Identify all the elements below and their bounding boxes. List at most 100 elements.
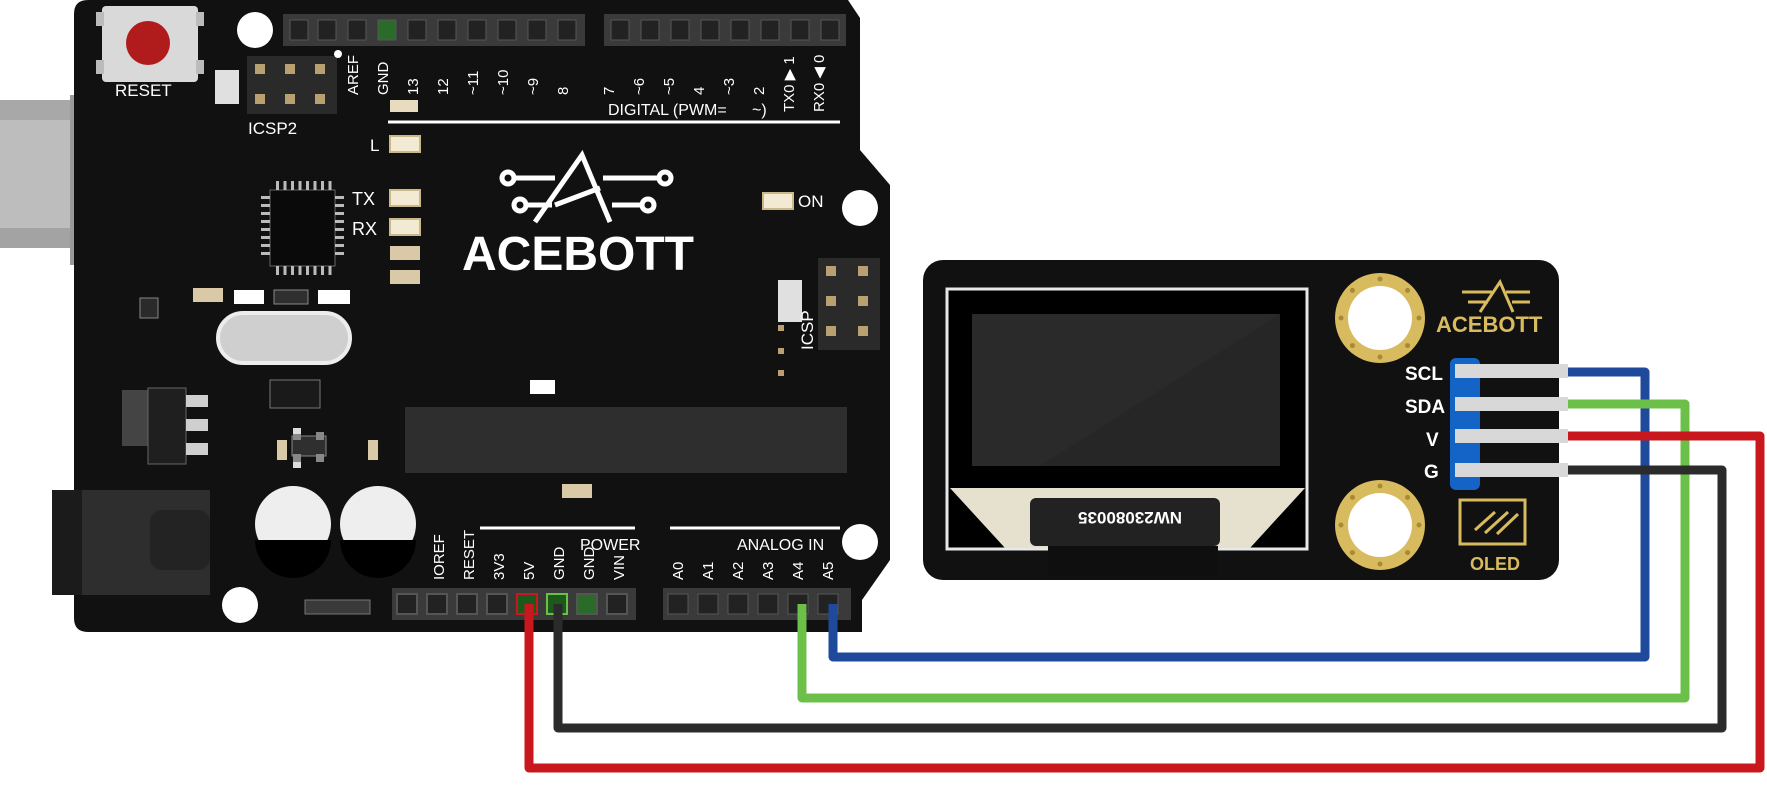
digital-socket[interactable] xyxy=(557,19,577,41)
oled-brand: ACEBOTT xyxy=(1436,312,1543,337)
reset-label: RESET xyxy=(115,81,172,100)
wire-5v-v xyxy=(524,431,1765,773)
power-pin-label: GND xyxy=(551,547,568,581)
icsp-header xyxy=(778,258,880,376)
microcontroller-chip xyxy=(261,181,344,275)
digital-socket[interactable] xyxy=(700,19,720,41)
power-socket[interactable] xyxy=(486,593,508,615)
digital-socket[interactable] xyxy=(820,19,840,41)
oled-chip xyxy=(1030,498,1220,546)
board-brand: ACEBOTT xyxy=(462,228,694,281)
analog-pin-label: A3 xyxy=(760,562,777,580)
digital-pin-label: AREF xyxy=(345,55,362,95)
crystal-oscillator xyxy=(216,311,352,365)
capacitor xyxy=(340,486,416,578)
led-rx xyxy=(389,218,421,236)
analog-pin-label: A0 xyxy=(670,562,687,580)
digital-socket[interactable] xyxy=(670,19,690,41)
icsp2-header xyxy=(215,50,342,114)
digital-pin-label: 7 xyxy=(601,87,618,95)
analog-label: ANALOG IN xyxy=(737,537,824,554)
power-pin-label: GND xyxy=(581,547,598,581)
power-pin-label: 5V xyxy=(521,562,538,580)
digital-pin-label: ~6 xyxy=(631,78,648,95)
digital-pin-label: 4 xyxy=(691,87,708,95)
digital-pin-label: ~5 xyxy=(661,78,678,95)
digital-socket[interactable] xyxy=(497,19,517,41)
oled-display-icon xyxy=(1458,498,1527,546)
pin-label-sda: SDA xyxy=(1405,397,1445,418)
analog-pin-label: A1 xyxy=(700,562,717,580)
digital-socket[interactable] xyxy=(377,19,397,41)
power-socket[interactable] xyxy=(456,593,478,615)
oled-brand-logo xyxy=(1462,278,1530,313)
digital-socket[interactable] xyxy=(467,19,487,41)
digital-socket[interactable] xyxy=(289,19,309,41)
power-pin-label: RESET xyxy=(461,530,478,580)
digital-socket[interactable] xyxy=(610,19,630,41)
power-header xyxy=(392,588,636,620)
led-on xyxy=(762,192,794,210)
pin-sda[interactable] xyxy=(1455,397,1568,411)
oled-mount-hole xyxy=(1335,480,1425,570)
pin-v[interactable] xyxy=(1455,429,1568,443)
icsp2-label: ICSP2 xyxy=(248,119,297,138)
digital-socket[interactable] xyxy=(347,19,367,41)
oled-mount-hole xyxy=(1335,273,1425,363)
smd-component xyxy=(390,270,420,284)
oled-chip-text: NW23080035 xyxy=(1078,508,1182,527)
led-rx-label: RX xyxy=(352,219,377,239)
digital-socket[interactable] xyxy=(760,19,780,41)
oled-label: OLED xyxy=(1470,554,1520,574)
digital-socket[interactable] xyxy=(640,19,660,41)
digital-pin-label: 12 xyxy=(435,78,452,95)
digital-socket[interactable] xyxy=(790,19,810,41)
smd-component xyxy=(390,246,420,260)
power-socket[interactable] xyxy=(396,593,418,615)
wires xyxy=(524,367,1765,773)
wire-a4-sda xyxy=(797,399,1690,703)
power-pin-label: IOREF xyxy=(431,534,448,580)
digital-pin-label: TX0 ▶ 1 xyxy=(781,56,798,112)
digital-socket[interactable] xyxy=(407,19,427,41)
dc-power-jack xyxy=(52,490,210,595)
digital-pin-label: RX0 ◀ 0 xyxy=(811,55,828,112)
digital-socket[interactable] xyxy=(317,19,337,41)
analog-pin-label: A5 xyxy=(820,562,837,580)
pin-g[interactable] xyxy=(1455,463,1568,477)
power-pin-label: 3V3 xyxy=(491,553,508,580)
reset-button[interactable] xyxy=(96,6,204,82)
digital-pin-label: ~9 xyxy=(525,78,542,95)
voltage-regulator xyxy=(122,387,208,465)
oled-pin-header xyxy=(1450,358,1568,490)
digital-socket[interactable] xyxy=(730,19,750,41)
pin-scl[interactable] xyxy=(1455,364,1568,378)
on-label: ON xyxy=(798,192,824,211)
analog-socket[interactable] xyxy=(667,593,689,615)
digital-socket[interactable] xyxy=(527,19,547,41)
wire-gnd-g xyxy=(553,465,1727,733)
digital-socket[interactable] xyxy=(437,19,457,41)
led-tx xyxy=(389,189,421,207)
power-socket[interactable] xyxy=(576,593,598,615)
digital-pin-label: ~11 xyxy=(465,71,482,95)
digital-header xyxy=(283,14,846,46)
analog-header xyxy=(663,588,851,620)
digital-tilde: ~) xyxy=(752,102,767,119)
acebott-logo xyxy=(499,149,674,224)
digital-pin-label: ~10 xyxy=(495,70,512,95)
digital-pin-label: GND xyxy=(375,62,392,96)
mount-hole xyxy=(842,190,878,226)
pin-label-v: V xyxy=(1426,430,1439,451)
mount-hole xyxy=(237,12,273,48)
power-socket[interactable] xyxy=(426,593,448,615)
smd-components xyxy=(139,288,592,615)
power-pin-label: VIN xyxy=(611,555,628,580)
analog-socket[interactable] xyxy=(697,593,719,615)
mount-hole xyxy=(842,524,878,560)
analog-socket[interactable] xyxy=(757,593,779,615)
power-socket[interactable] xyxy=(606,593,628,615)
analog-socket[interactable] xyxy=(727,593,749,615)
